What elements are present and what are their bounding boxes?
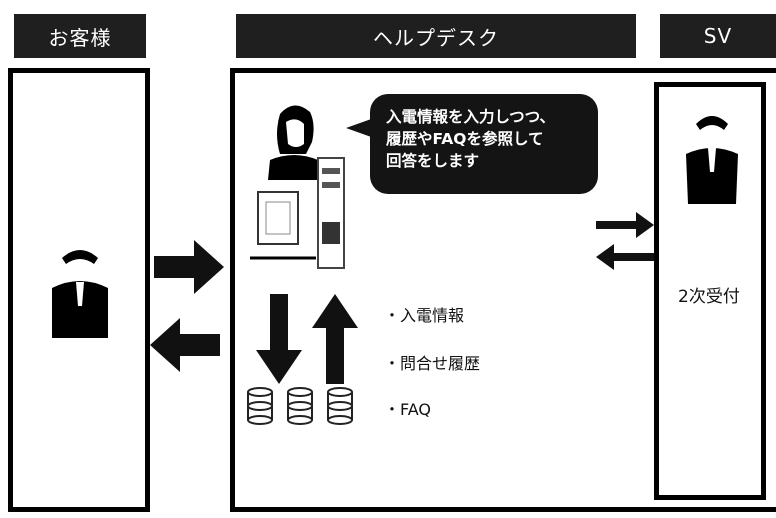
arrow-from-sv-icon xyxy=(596,244,654,270)
arrow-to-helpdesk-icon xyxy=(154,240,224,294)
arrow-to-customer-icon xyxy=(150,318,220,372)
speech-bubble-line-3: 回答をします xyxy=(386,152,480,170)
speech-bubble: 入電情報を入力しつつ、 履歴やFAQを参照して 回答をします xyxy=(370,94,598,194)
sv-header-label: SV xyxy=(703,24,733,48)
data-item-faq: ・FAQ xyxy=(384,400,431,419)
data-item-call-info: ・入電情報 xyxy=(384,306,465,325)
arrow-down-icon xyxy=(256,294,302,384)
customer-header: お客様 xyxy=(14,14,146,58)
data-item-inquiry-history: ・問合せ履歴 xyxy=(384,354,481,373)
sv-header: SV xyxy=(660,14,776,58)
speech-bubble-tail xyxy=(346,118,374,138)
database-icon xyxy=(247,387,353,425)
speech-bubble-line-2: 履歴やFAQを参照して xyxy=(386,130,544,148)
sv-label: 2次受付 xyxy=(678,287,740,307)
helpdesk-header-label: ヘルプデスク xyxy=(373,25,499,50)
arrow-up-icon xyxy=(312,294,358,384)
arrow-to-sv-icon xyxy=(596,212,654,238)
helpdesk-header: ヘルプデスク xyxy=(236,14,636,58)
operator-at-pc-icon xyxy=(250,105,345,269)
customer-header-label: お客様 xyxy=(48,25,112,50)
speech-bubble-line-1: 入電情報を入力しつつ、 xyxy=(386,108,555,126)
sv-person-icon xyxy=(686,116,738,204)
customer-person-icon xyxy=(52,250,108,338)
